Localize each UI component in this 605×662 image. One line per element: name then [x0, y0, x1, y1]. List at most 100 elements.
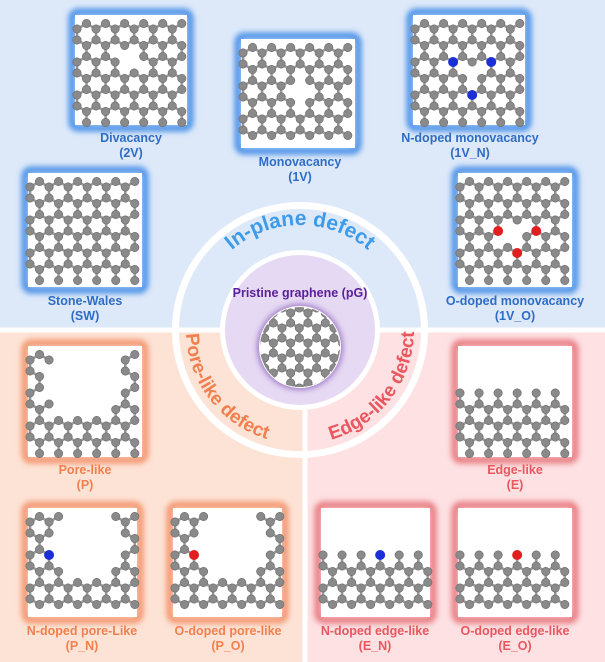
- carbon-atom: [177, 74, 187, 84]
- carbon-atom: [439, 18, 449, 28]
- structure-abbr: (P_O): [211, 639, 244, 653]
- carbon-atom: [25, 517, 35, 527]
- carbon-atom: [303, 318, 313, 328]
- carbon-atom: [305, 42, 315, 52]
- carbon-atom: [256, 577, 266, 587]
- carbon-atom: [429, 57, 439, 67]
- carbon-atom: [286, 98, 296, 108]
- carbon-atom: [560, 210, 570, 220]
- carbon-atom: [465, 243, 475, 253]
- carbon-atom: [256, 511, 266, 521]
- carbon-atom: [111, 566, 121, 576]
- carbon-atom: [484, 599, 494, 609]
- carbon-atom: [111, 232, 121, 242]
- carbon-atom: [314, 48, 324, 58]
- carbon-atom: [493, 388, 503, 398]
- carbon-atom: [44, 432, 54, 442]
- carbon-atom: [120, 259, 130, 269]
- carbon-atom: [522, 232, 532, 242]
- carbon-atom: [177, 18, 187, 28]
- carbon-atom: [73, 264, 83, 274]
- carbon-atom: [439, 107, 449, 117]
- carbon-atom: [429, 101, 439, 111]
- carbon-atom: [423, 599, 433, 609]
- carbon-atom: [268, 338, 278, 348]
- carbon-atom: [180, 599, 190, 609]
- structure-name: N-doped pore-Like: [27, 624, 137, 638]
- carbon-atom: [541, 599, 551, 609]
- carbon-atom: [356, 583, 366, 593]
- carbon-atom: [101, 594, 111, 604]
- carbon-atom: [410, 68, 420, 78]
- carbon-atom: [465, 404, 475, 414]
- carbon-atom: [550, 594, 560, 604]
- carbon-atom: [189, 583, 199, 593]
- carbon-atom: [429, 90, 439, 100]
- carbon-atom: [420, 18, 430, 28]
- carbon-atom: [170, 594, 180, 604]
- carbon-atom: [268, 318, 278, 328]
- carbon-atom: [465, 577, 475, 587]
- carbon-atom: [512, 561, 522, 571]
- carbon-atom: [101, 193, 111, 203]
- carbon-atom: [35, 349, 45, 359]
- carbon-atom: [91, 24, 101, 34]
- carbon-atom: [477, 51, 487, 61]
- carbon-atom: [199, 577, 209, 587]
- carbon-atom: [63, 594, 73, 604]
- carbon-atom: [541, 232, 551, 242]
- carbon-atom: [35, 544, 45, 554]
- carbon-atom: [465, 437, 475, 447]
- carbon-atom: [318, 583, 328, 593]
- carbon-atom: [522, 199, 532, 209]
- carbon-atom: [410, 24, 420, 34]
- carbon-atom: [474, 226, 484, 236]
- carbon-atom: [25, 561, 35, 571]
- carbon-atom: [82, 18, 92, 28]
- panel-glow-border: [451, 501, 579, 624]
- carbon-atom: [92, 415, 102, 425]
- carbon-atom: [531, 388, 541, 398]
- carbon-atom: [312, 333, 322, 343]
- carbon-atom: [522, 599, 532, 609]
- carbon-atom: [512, 388, 522, 398]
- carbon-atom: [92, 437, 102, 447]
- carbon-atom: [130, 415, 140, 425]
- carbon-atom: [73, 275, 83, 285]
- carbon-atom: [512, 594, 522, 604]
- carbon-atom: [286, 109, 296, 119]
- carbon-atom: [35, 599, 45, 609]
- structure-panel-p-o: O-doped pore-like(P_O): [166, 501, 289, 653]
- carbon-atom: [276, 48, 286, 58]
- carbon-atom: [25, 355, 35, 365]
- carbon-atom: [111, 243, 121, 253]
- carbon-atom: [493, 215, 503, 225]
- carbon-atom: [356, 550, 366, 560]
- carbon-atom: [265, 528, 275, 538]
- carbon-atom: [139, 18, 149, 28]
- carbon-atom: [101, 583, 111, 593]
- carbon-atom: [465, 232, 475, 242]
- carbon-atom: [129, 90, 139, 100]
- carbon-atom: [286, 378, 296, 387]
- carbon-atom: [267, 98, 277, 108]
- carbon-atom: [35, 511, 45, 521]
- carbon-atom: [465, 264, 475, 274]
- carbon-atom: [458, 74, 468, 84]
- carbon-atom: [35, 275, 45, 285]
- carbon-atom: [44, 517, 54, 527]
- carbon-atom: [257, 125, 267, 135]
- carbon-atom: [503, 210, 513, 220]
- carbon-atom: [63, 226, 73, 236]
- carbon-atom: [189, 528, 199, 538]
- carbon-atom: [294, 363, 304, 373]
- carbon-atom: [385, 566, 395, 576]
- carbon-atom: [35, 243, 45, 253]
- carbon-atom: [531, 561, 541, 571]
- carbon-atom: [465, 415, 475, 425]
- carbon-atom: [550, 432, 560, 442]
- carbon-atom: [496, 118, 506, 128]
- carbon-atom: [238, 59, 248, 69]
- carbon-atom: [44, 193, 54, 203]
- carbon-atom: [560, 199, 570, 209]
